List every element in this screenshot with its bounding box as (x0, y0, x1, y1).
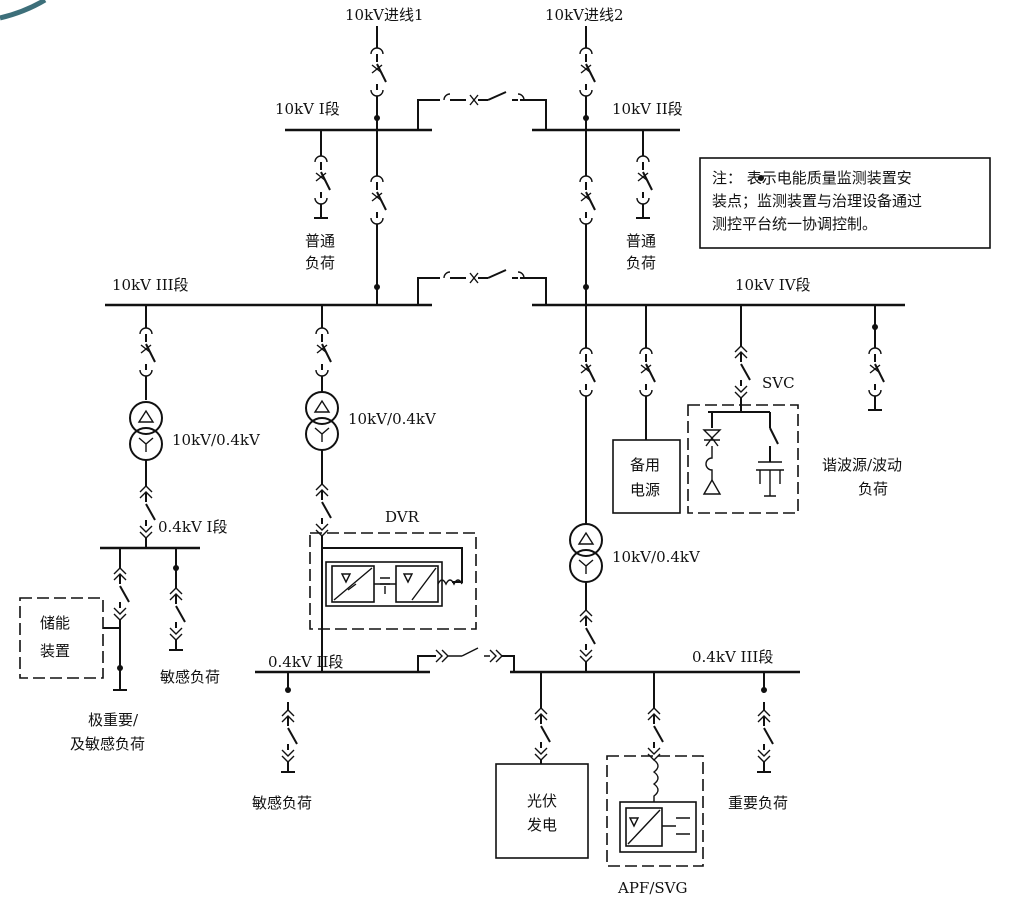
normal-load-left-label-1: 普通 (305, 232, 335, 250)
incoming-line-1-label: 10kV进线1 (345, 6, 424, 24)
bus-04kv-1-label: 0.4kV I段 (158, 518, 227, 536)
backup-power-label-1: 备用 (630, 456, 660, 474)
apf-svg-label: APF/SVG (617, 879, 687, 897)
harmonic-load-label-2: 负荷 (858, 480, 888, 498)
transformer-3 (569, 523, 603, 583)
bus-04kv-2-label: 0.4kV II段 (268, 653, 343, 671)
logo-fragment (0, 0, 47, 21)
bus-10kv-3-label: 10kV III段 (112, 276, 189, 294)
incoming-line-2-label: 10kV进线2 (545, 6, 624, 24)
pv-label-1: 光伏 (527, 792, 557, 810)
transformer-1-label: 10kV/0.4kV (172, 431, 261, 449)
apf-coil-icon (652, 759, 659, 802)
apf-svg-box (606, 755, 704, 867)
transformer-3-label: 10kV/0.4kV (612, 548, 701, 566)
note-line-3: 测控平台统一协调控制。 (712, 215, 877, 233)
svc-box (687, 404, 799, 514)
backup-power-label-2: 电源 (630, 481, 660, 499)
bus-04kv-3-label: 0.4kV III段 (692, 648, 773, 666)
storage-label-2: 装置 (40, 642, 70, 660)
note-box (699, 157, 991, 249)
storage-box (19, 597, 104, 679)
tie-switch-lv (435, 647, 503, 663)
dvr-capacitor-icon (380, 577, 390, 594)
transformer-2-label: 10kV/0.4kV (348, 410, 437, 428)
backup-power-box (612, 439, 681, 514)
dvr-box (309, 532, 477, 630)
important-load-label: 重要负荷 (728, 794, 788, 812)
svc-capacitor-icon (756, 461, 784, 497)
note-line-1: 注： 表示电能质量监测装置安 (712, 169, 912, 187)
sensitive-load-1-label: 敏感负荷 (160, 668, 220, 686)
storage-label-1: 储能 (40, 614, 70, 632)
normal-load-left-label-2: 负荷 (305, 254, 335, 272)
monitor-dot-legend-icon (758, 175, 764, 181)
apf-converter (625, 807, 663, 847)
svc-label: SVC (762, 374, 795, 392)
critical-load-label-2: 及敏感负荷 (70, 735, 145, 753)
transformer-1 (129, 401, 163, 461)
dvr-label: DVR (385, 508, 420, 526)
harmonic-load-label-1: 谐波源/波动 (822, 456, 902, 474)
bus-10kv-4-label: 10kV IV段 (735, 276, 811, 294)
sensitive-load-2-label: 敏感负荷 (252, 794, 312, 812)
note-line-2: 装点；监测装置与治理设备通过 (712, 192, 922, 210)
critical-load-label-1: 极重要/ (88, 711, 139, 729)
tie-switch-10kv-lower (443, 269, 525, 284)
dvr-converter-2 (395, 565, 439, 603)
tie-switch-10kv-upper (443, 91, 525, 106)
bus-10kv-2-label: 10kV II段 (612, 100, 683, 118)
normal-load-right-label-1: 普通 (626, 232, 656, 250)
bus-10kv-1-label: 10kV I段 (275, 100, 340, 118)
pv-box (495, 763, 589, 859)
svc-thyristor-icon (702, 429, 722, 447)
pv-label-2: 发电 (527, 816, 557, 834)
svc-reactor-icon (702, 478, 722, 495)
transformer-2 (305, 391, 339, 451)
normal-load-right-label-2: 负荷 (626, 254, 656, 272)
